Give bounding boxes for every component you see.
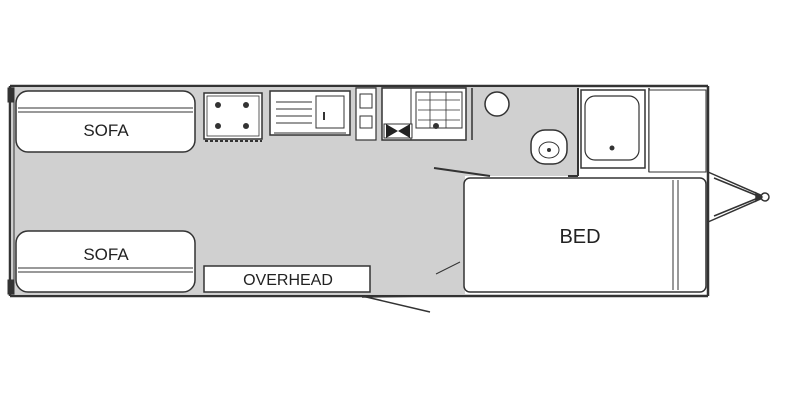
bed: BED: [463, 177, 707, 293]
trailer-hitch: [707, 171, 770, 223]
stove: [203, 92, 263, 142]
sofa-front: SOFA: [15, 90, 196, 153]
water-heater-icon: [383, 123, 413, 139]
bed-label: BED: [559, 226, 600, 248]
overhead-cabinet: OVERHEAD: [203, 265, 371, 293]
entry-door: [361, 295, 431, 313]
bath-door: [433, 167, 491, 275]
overhead-label: OVERHEAD: [243, 272, 333, 289]
shower: [580, 88, 707, 173]
sofa-front-label: SOFA: [83, 121, 129, 140]
sofa-rear: SOFA: [15, 230, 196, 293]
kitchen-sink: [269, 90, 351, 136]
sofa-rear-label: SOFA: [83, 245, 129, 264]
toilet: [530, 129, 568, 165]
front-wall-detail: [7, 87, 15, 295]
bathroom: [471, 88, 579, 177]
refrigerator: [355, 87, 377, 141]
outer-walls: [8, 84, 710, 298]
